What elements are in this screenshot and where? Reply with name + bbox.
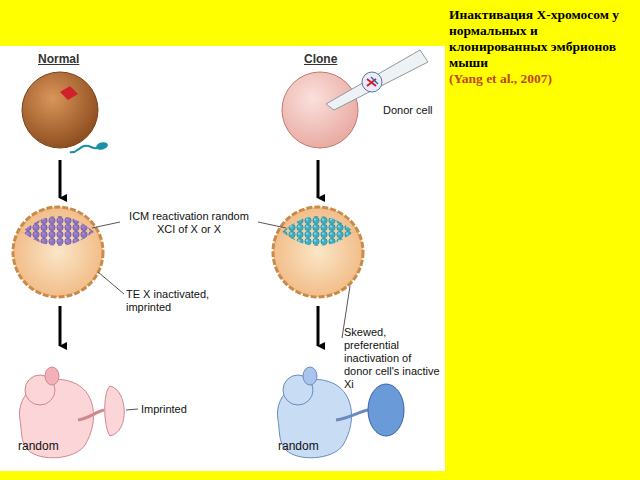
column-heading: Normal: [38, 53, 98, 66]
callout-label: ICM reactivation random XCI of X or X: [121, 210, 257, 236]
callout-label: Imprinted: [141, 403, 211, 416]
column-heading: Clone: [304, 53, 364, 66]
callout-label: Donor cell: [383, 104, 443, 117]
callout-label: TE X inactivated, imprinted: [126, 288, 236, 314]
pattern-label: random: [278, 440, 328, 453]
callout-label: Skewed, preferential inactivation of don…: [344, 326, 440, 391]
slide-title: Инактивация Х-хромосом у нормальных и кл…: [449, 7, 635, 71]
pattern-label: random: [18, 440, 68, 453]
citation: (Yang et al., 2007): [449, 72, 635, 85]
